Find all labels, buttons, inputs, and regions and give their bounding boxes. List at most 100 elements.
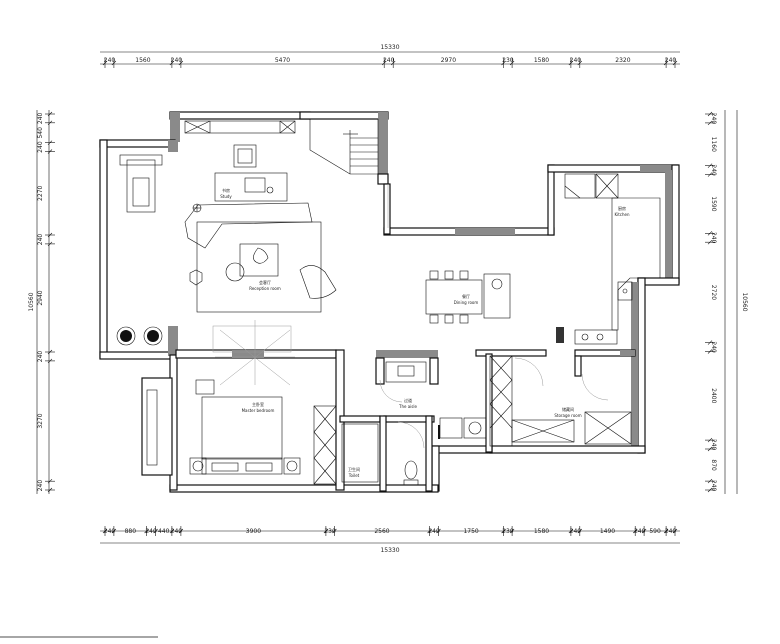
- kitchen: 厨房 Kitchen: [556, 173, 661, 345]
- bottom-segment-label: 1750: [463, 528, 478, 535]
- top-tick-mark: [509, 60, 515, 66]
- right-tick-mark: [707, 446, 713, 452]
- armchair: [195, 379, 215, 395]
- top-tick-mark: [501, 60, 506, 66]
- master-bedroom: 主卧室 Master bedroom: [189, 320, 337, 485]
- laundry-nook: [438, 417, 487, 439]
- wall-bottom-storage: [489, 445, 646, 454]
- bottom-tick-mark: [632, 528, 638, 534]
- wall-top-study: [169, 111, 311, 120]
- bottom-tick-mark: [577, 528, 583, 534]
- reception-label-cn: 会客厅: [259, 279, 271, 285]
- nightstand: [283, 457, 301, 475]
- right-tick-mark: [707, 478, 713, 484]
- dining-lamp-icon: [491, 278, 503, 290]
- right-tick-mark: [707, 163, 713, 168]
- right-segment-label: 240: [710, 439, 717, 451]
- top-total-dimension: 15330: [380, 44, 399, 51]
- bottom-tick-mark: [332, 528, 337, 534]
- bottom-segment-label: 3900: [246, 528, 261, 535]
- left-tick-mark: [47, 149, 53, 154]
- lounge-chair: [126, 159, 156, 213]
- bottom-segment-label: 240: [171, 528, 183, 535]
- right-tick-mark: [707, 487, 713, 493]
- left-total-dimension: 10560: [28, 292, 35, 311]
- bottom-tick-mark: [568, 528, 574, 534]
- wall-bottom-bedroom: [169, 484, 439, 493]
- side-table: [225, 262, 245, 282]
- right-segment-label: 2720: [710, 285, 717, 300]
- left-tick-mark: [47, 478, 53, 484]
- bed: [201, 396, 283, 460]
- kitchen-label-en: Kitchen: [614, 212, 629, 217]
- right-tick-mark: [707, 172, 713, 177]
- study-chair: [233, 144, 257, 168]
- bottom-tick-mark: [663, 528, 669, 534]
- top-tick-mark: [577, 60, 583, 66]
- study-desk: [214, 172, 288, 202]
- dryer: [463, 417, 487, 439]
- right-tick-mark: [707, 239, 713, 245]
- coffee-table: [239, 243, 279, 277]
- aisle-label-en: The aisle: [398, 404, 417, 409]
- left-tick-mark: [47, 111, 53, 117]
- pillow: [211, 462, 239, 472]
- top-segment-label: 1580: [534, 57, 549, 64]
- bottom-segment-label: 2560: [374, 528, 389, 535]
- right-segment-label: 240: [710, 341, 717, 353]
- right-tick-mark: [707, 340, 713, 345]
- fridge: [564, 173, 596, 199]
- left-tick-mark: [47, 232, 53, 238]
- left-tick-mark: [47, 140, 53, 145]
- study-area: 书房 Study: [184, 118, 389, 228]
- bottom-segment-label: 880: [125, 528, 137, 535]
- left-segment-label: 240: [37, 141, 44, 153]
- storage-cabinet: [511, 419, 575, 443]
- reception-room: 会客厅 Reception room: [184, 202, 337, 313]
- top-segment-label: 1560: [135, 57, 150, 64]
- lounge-armchair: [299, 265, 337, 299]
- washbasin: [385, 361, 427, 383]
- right-segment-label: 870: [710, 459, 717, 471]
- left-tick-mark: [47, 358, 53, 364]
- bookshelf: [184, 120, 296, 134]
- dining-room: 餐厅 Dining room: [425, 270, 511, 324]
- aisle-toilet: 过道 The aisle 卫生间 Toilet: [341, 361, 427, 486]
- nightstand: [189, 457, 207, 475]
- sink-icon: [617, 281, 633, 301]
- right-tick-mark: [707, 120, 713, 126]
- top-tick-mark: [663, 60, 669, 66]
- bottom-segment-label: 240: [145, 528, 157, 535]
- bottom-segment-label: 230: [324, 528, 336, 535]
- bottom-tick-mark: [427, 528, 432, 534]
- top-tick-mark: [568, 60, 574, 66]
- bottom-tick-mark: [641, 528, 647, 534]
- top-tick-mark: [178, 60, 184, 66]
- master-label-en: Master bedroom: [242, 408, 275, 413]
- bottom-tick-mark: [323, 528, 329, 534]
- bottom-total-dimension: 15330: [380, 547, 399, 554]
- left-tick-mark: [47, 487, 53, 493]
- left-segment-label: 240: [37, 480, 44, 492]
- sideboard: [483, 273, 511, 319]
- bottom-tick-mark: [144, 528, 149, 534]
- wall-top-stairs: [299, 111, 389, 120]
- bottom-segment-label: 240: [634, 528, 646, 535]
- storage-label-en: Storage room: [554, 413, 581, 418]
- wall-balcony-top: [99, 139, 176, 148]
- bottom-segment-label: 240: [428, 528, 440, 535]
- bottom-tick-mark: [111, 528, 117, 534]
- bottom-segment-label: 240: [665, 528, 677, 535]
- pillow: [245, 462, 273, 472]
- plant-icon: [116, 326, 136, 346]
- bottom-tick-mark: [672, 528, 678, 534]
- top-tick-mark: [390, 60, 396, 66]
- exterior-walls: [99, 111, 680, 493]
- top-segment-label: 240: [383, 57, 395, 64]
- kitchen-label-cn: 厨房: [618, 205, 626, 211]
- left-segment-label: 240: [37, 234, 44, 246]
- shower: [341, 423, 379, 483]
- left-segment-label: 540: [37, 127, 44, 139]
- bottom-segment-label: 590: [649, 528, 661, 535]
